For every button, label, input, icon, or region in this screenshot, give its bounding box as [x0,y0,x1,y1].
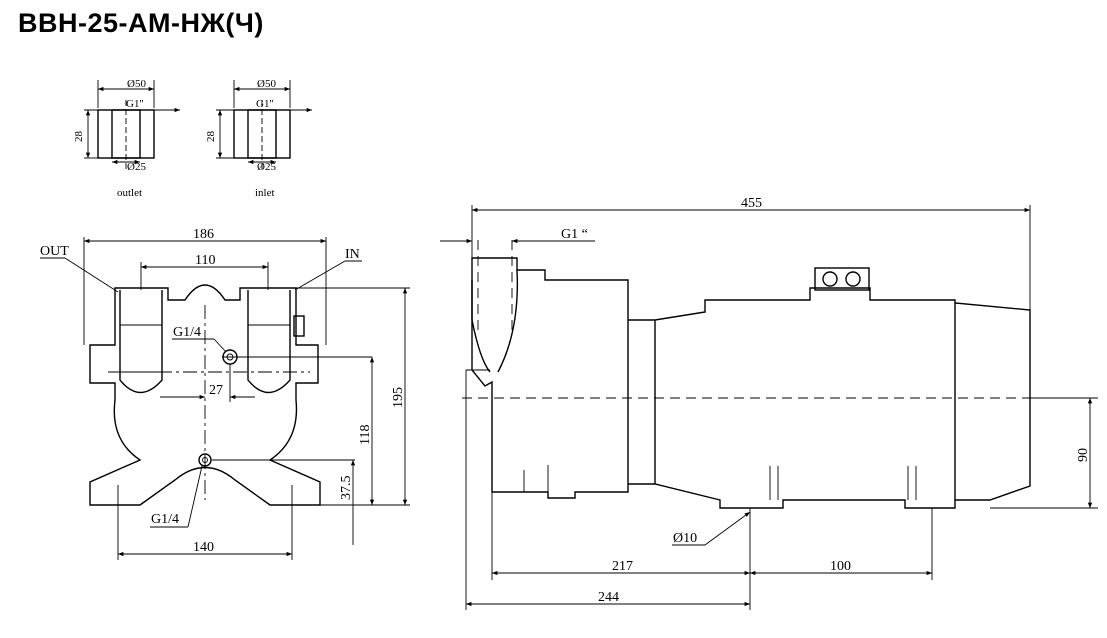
dim-217-label: 217 [612,559,633,574]
inlet-inner-dia-label: Ø25 [257,161,276,173]
inlet-flange-detail: Ø50 G1'' Ø25 28 inlet [205,78,312,199]
inlet-height-label: 28 [205,131,217,143]
outlet-thread-label: G1'' [126,98,143,110]
shaft-axis-height-label: 90 [1076,448,1091,462]
dim-244-label: 244 [598,590,619,605]
side-port-thread-label: G1 “ [561,227,588,242]
outlet-height-label: 28 [73,131,85,143]
side-view: 455 G1 “ 90 Ø10 217 100 244 [440,196,1098,610]
outlet-caption: outlet [117,187,142,199]
page-title: ВВН-25-АМ-НЖ(Ч) [18,8,264,38]
shaft-height-label: 118 [358,425,373,445]
inlet-caption: inlet [255,187,275,199]
outlet-flange-detail: Ø50 G1'' Ø25 28 outlet [73,78,180,199]
port-offset-label: 27 [209,383,223,398]
dim-100-label: 100 [830,559,851,574]
length-overall-label: 455 [741,196,762,211]
out-label: OUT [40,244,69,259]
front-width-overall-label: 186 [193,227,214,242]
front-port-spacing-label: 110 [195,253,215,268]
in-label: IN [345,247,360,262]
lower-port-height-label: 37.5 [339,476,354,501]
upper-port-label: G1/4 [173,325,201,340]
lower-port-label: G1/4 [151,512,179,527]
height-overall-label: 195 [391,387,406,408]
inlet-thread-label: G1'' [256,98,273,110]
outlet-outer-dia-label: Ø50 [127,78,146,90]
inlet-outer-dia-label: Ø50 [257,78,276,90]
mount-hole-label: Ø10 [673,531,697,546]
foot-spacing-label: 140 [193,540,214,555]
outlet-inner-dia-label: Ø25 [127,161,146,173]
front-view: 186 110 OUT IN G1/4 27 G1/4 140 195 [40,227,410,560]
